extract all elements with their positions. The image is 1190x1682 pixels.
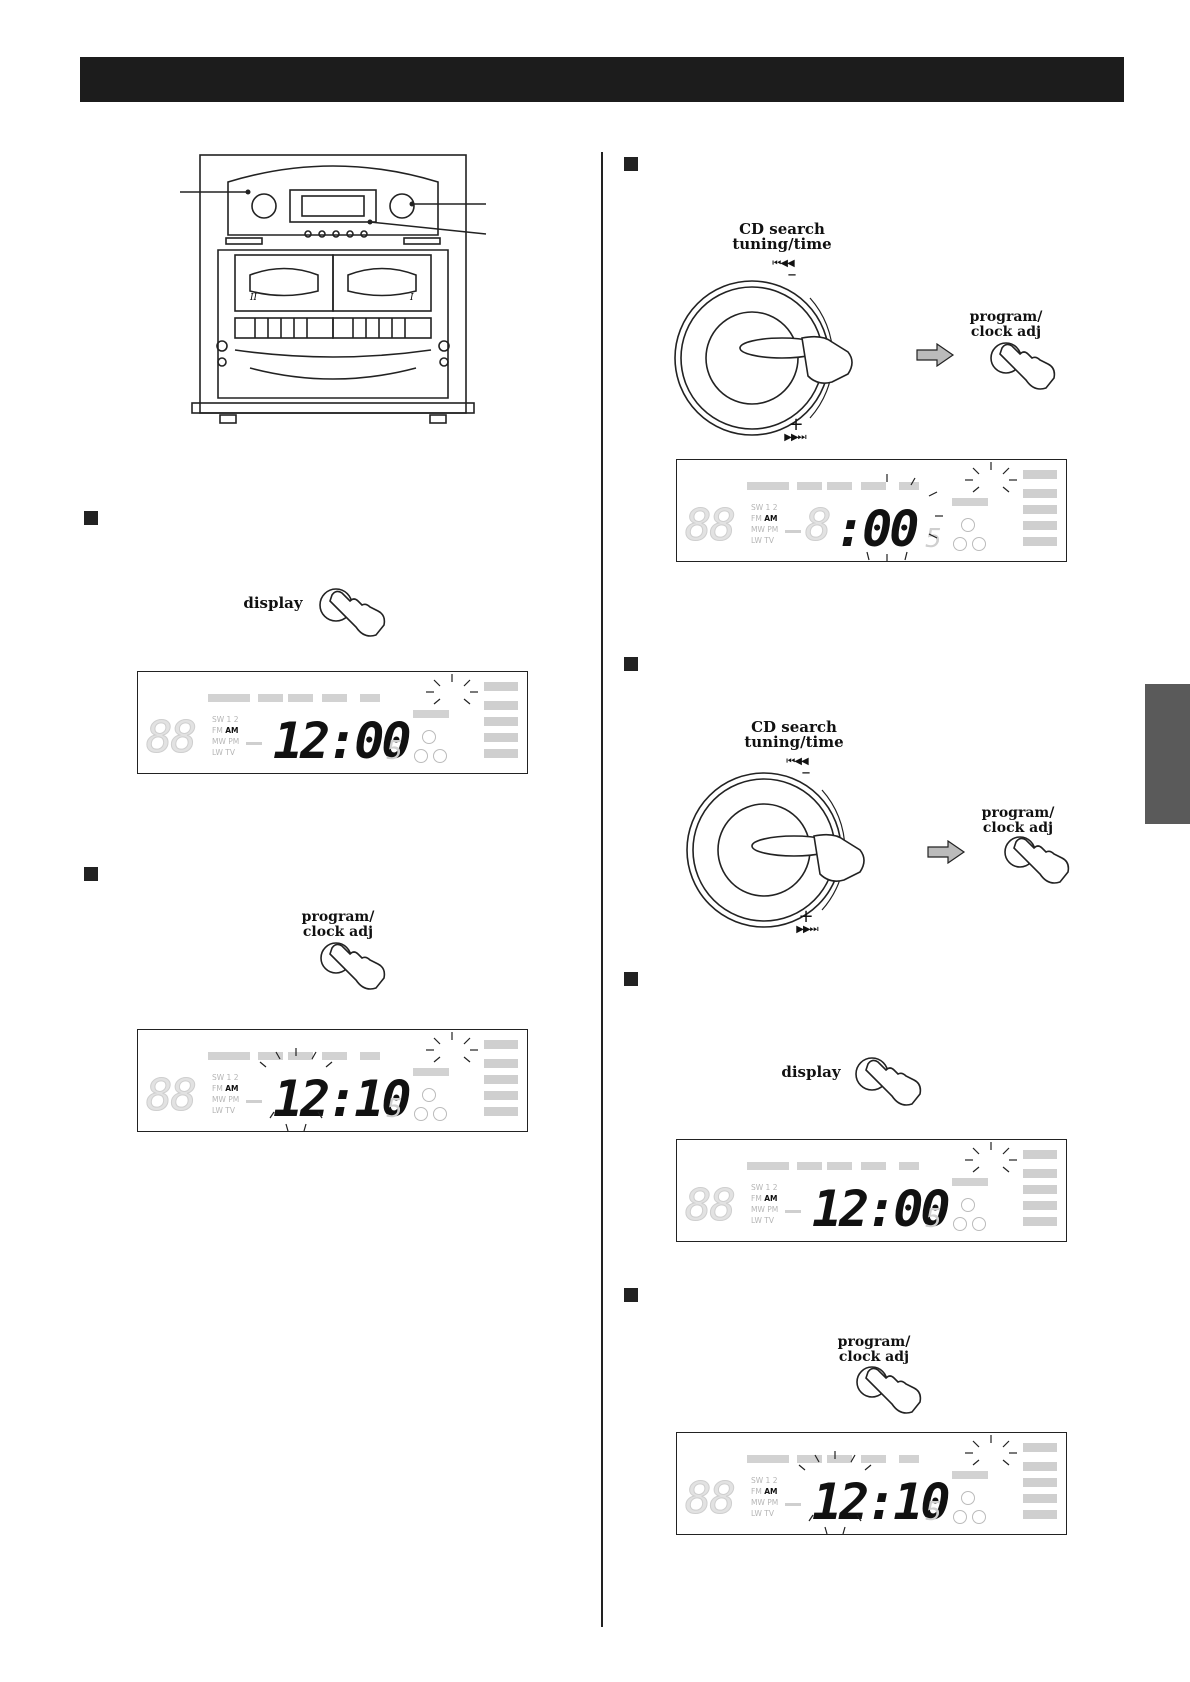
cd-search-tuning-time-label: CD search tuning/time xyxy=(744,718,844,751)
lcd-time: 12:10 xyxy=(812,1473,951,1531)
display-button-label: display xyxy=(243,594,303,612)
right-arrow-icon xyxy=(916,343,955,367)
minus-sign: – xyxy=(801,762,811,783)
program-clock-adj-label: program/ clock adj xyxy=(981,805,1055,836)
skip-back-icon: ⏮◀◀ xyxy=(772,258,794,269)
cd-search-tuning-time-label: CD search tuning/time xyxy=(732,220,832,253)
program-clock-adj-label: program/ clock adj xyxy=(969,309,1043,340)
flash-indicator xyxy=(965,462,1017,493)
lcd-display-time: 88 SW 1 2 FM AM MW PM LW TV 12:00 5 xyxy=(676,1139,1067,1242)
flash-rays xyxy=(259,1048,333,1131)
program-clock-adj-button-press[interactable] xyxy=(1002,834,1076,896)
display-button-press[interactable] xyxy=(852,1054,926,1116)
skip-forward-icon: ▶▶⏭ xyxy=(796,924,818,935)
lcd-time: :00 xyxy=(835,500,919,558)
lcd-time: 12:10 xyxy=(273,1070,412,1128)
tuning-dial-turn[interactable] xyxy=(672,278,902,438)
tuning-dial-turn[interactable] xyxy=(684,770,914,930)
program-clock-adj-label: program/ clock adj xyxy=(301,909,375,940)
program-clock-adj-button-press[interactable] xyxy=(988,340,1062,402)
lcd-display-time-set: 88 SW 1 2 FM AM MW PM LW TV 12:10 5 xyxy=(676,1432,1067,1535)
flash-indicator xyxy=(965,1142,1017,1173)
lcd-display-time-set: 88 SW 1 2 FM AM MW PM LW TV 12:10 5 xyxy=(137,1029,528,1132)
plus-sign: + xyxy=(788,414,804,435)
flash-indicator xyxy=(426,1032,478,1063)
step-bullet xyxy=(624,157,638,171)
skip-back-icon: ⏮◀◀ xyxy=(786,756,808,767)
step-bullet xyxy=(624,657,638,671)
column-divider xyxy=(601,152,603,1627)
step-bullet xyxy=(84,511,98,525)
section-side-tab xyxy=(1145,684,1190,824)
program-clock-adj-button-press[interactable] xyxy=(854,1364,928,1426)
header-bar xyxy=(80,57,1124,102)
flash-indicator xyxy=(965,1435,1017,1466)
lcd-time: 12:00 xyxy=(812,1180,951,1238)
minus-sign: – xyxy=(787,264,797,285)
program-clock-adj-label: program/ clock adj xyxy=(837,1334,911,1365)
lcd-display-time: 88 SW 1 2 FM AM MW PM LW TV 12:00 5 xyxy=(137,671,528,774)
lcd-dim-digits: 88 xyxy=(146,712,198,763)
lcd-band-indicator: SW 1 2 FM AM MW PM LW TV xyxy=(212,715,240,757)
flash-rays xyxy=(844,474,943,561)
step-bullet xyxy=(84,867,98,881)
lcd-display-hour-adjust: 88 SW 1 2 FM AM MW PM LW TV 8 :00 5 xyxy=(676,459,1067,562)
flash-rays xyxy=(798,1451,872,1534)
flash-indicator xyxy=(426,674,478,705)
step-bullet xyxy=(624,1288,638,1302)
skip-forward-icon: ▶▶⏭ xyxy=(784,432,806,443)
right-arrow-icon xyxy=(927,840,966,864)
display-button-press[interactable] xyxy=(316,585,390,647)
svg-text:I: I xyxy=(409,293,414,303)
step-bullet xyxy=(624,972,638,986)
svg-text:II: II xyxy=(249,293,258,303)
lcd-time: 12:00 xyxy=(273,712,412,770)
program-clock-adj-button-press[interactable] xyxy=(318,940,392,1002)
stereo-unit-illustration: II I xyxy=(180,154,487,424)
display-button-label: display xyxy=(781,1063,841,1081)
plus-sign: + xyxy=(798,906,814,927)
